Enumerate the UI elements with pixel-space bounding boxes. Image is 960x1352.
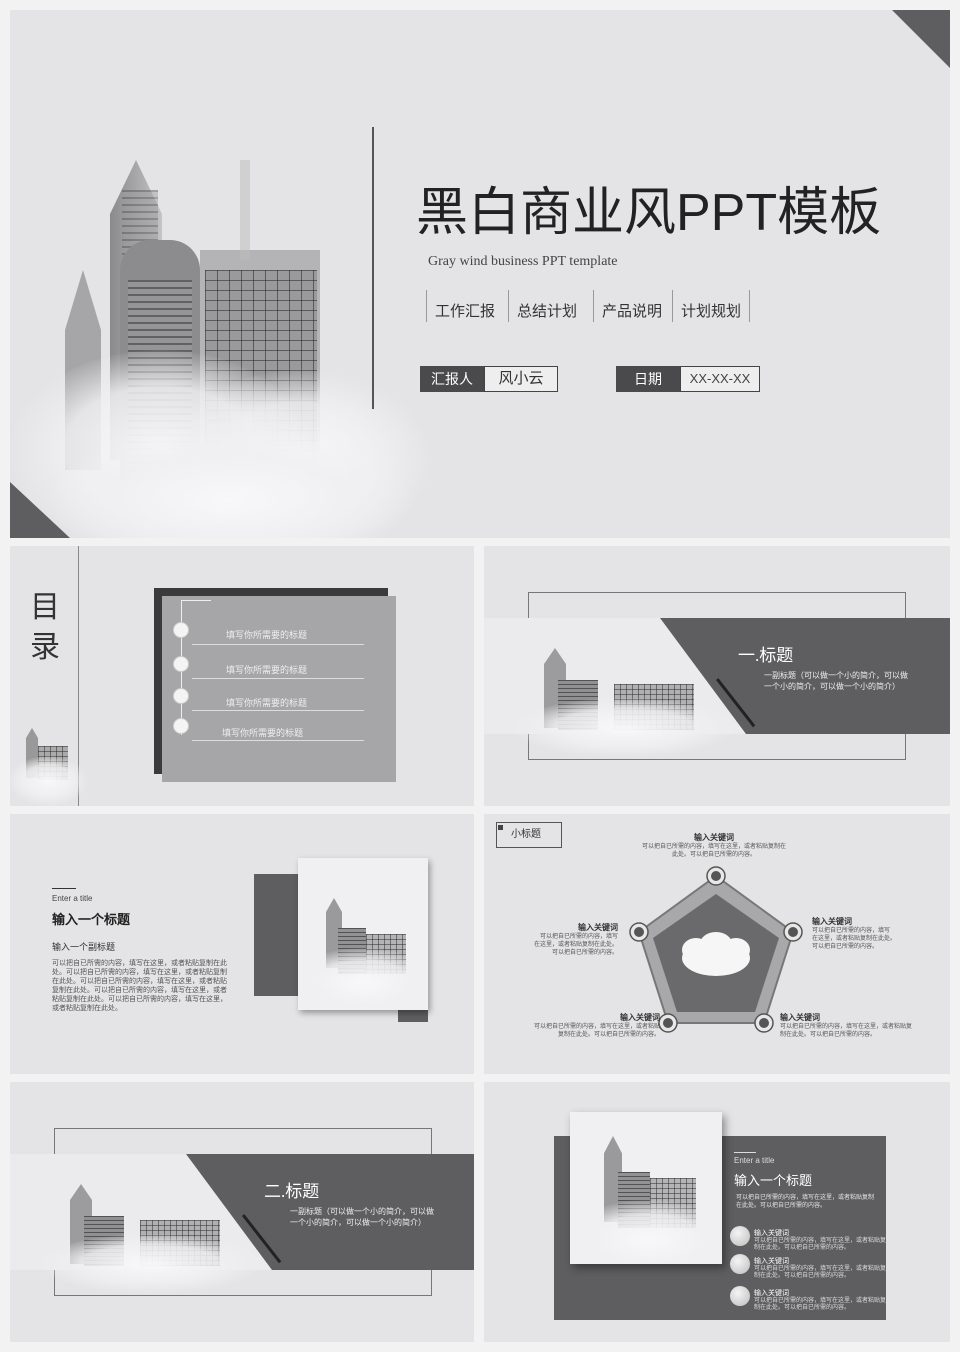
nav-item-product-desc[interactable]: 产品说明 xyxy=(593,290,670,322)
slide-c-item-node-1 xyxy=(730,1226,750,1246)
nav-item-plan[interactable]: 计划规划 xyxy=(672,290,751,322)
slide-a-body: 可以把自已所需的内容，填写在这里，或者粘贴复制在此处。可以把自已所需的内容，填写… xyxy=(52,959,227,1012)
slide-c-body-1: 可以把自已所需的内容，填写在这里，或者粘贴复制 xyxy=(736,1195,875,1201)
section1-desc-1: 一副标题（可以做一个小的简介，可以做 xyxy=(764,671,908,680)
keyword-bottom-right: 输入关键词 可以把自已所需的内容，填写在这里，或者粘贴复 制在此处。可以把自已所… xyxy=(780,1013,913,1038)
toc-title-1: 目 xyxy=(30,591,60,624)
toc-node-icon xyxy=(173,656,189,672)
slide-a-subtitle: 输入一个副标题 xyxy=(52,942,116,952)
content-slide-b: 小标题 输入关键词 可以把自已所需的内容，填写在这里，或者粘贴复制在 此处。可以… xyxy=(484,814,950,1074)
keyword-left: 输入关键词 可以把自已所需的内容，填写 在这里，或者粘贴复制在此处。 可以把自已… xyxy=(533,923,618,956)
date-value: XX-XX-XX xyxy=(680,366,760,392)
corner-triangle-top-right xyxy=(892,10,950,68)
circle-node-icon xyxy=(629,866,803,1033)
toc-title-2: 录 xyxy=(30,631,60,664)
section2-slide: 二.标题 一副标题（可以做一个小的简介，可以做 一个小的简介，可以做一个小的简介… xyxy=(10,1082,474,1342)
slide-c-item-node-3 xyxy=(730,1286,750,1306)
slide-c-item-1: 输入关键词 可以把自已所需的内容，填写在这里，或者粘贴复 制在此处。可以把自已所… xyxy=(754,1229,887,1251)
date-label: 日期 xyxy=(616,366,680,392)
toc-item-2[interactable]: 填写你所需要的标题 xyxy=(226,665,308,675)
content-slide-c: Enter a title 输入一个标题 可以把自已所需的内容，填写在这里，或者… xyxy=(484,1082,950,1342)
section1-slide: 一.标题 一副标题（可以做一个小的简介，可以做 一个小的简介，可以做一个小的简介… xyxy=(484,546,950,806)
slide-a-enter: Enter a title xyxy=(52,894,93,903)
cover-subtitle: Gray wind business PPT template xyxy=(428,254,618,269)
section1-desc-2: 一个小的简介，可以做一个小的简介） xyxy=(764,682,900,691)
section2-title: 二.标题 xyxy=(264,1182,320,1201)
nav-item-summary-plan[interactable]: 总结计划 xyxy=(508,290,585,322)
toc-node-icon xyxy=(173,622,189,638)
toc-item-1[interactable]: 填写你所需要的标题 xyxy=(226,630,308,640)
slide-b-tag: 小标题 xyxy=(496,822,562,848)
slide-c-body-2: 在此处。可以把自已所需的内容。 xyxy=(736,1203,827,1209)
slide-c-city-image xyxy=(570,1126,722,1264)
keyword-right: 输入关键词 可以把自已所需的内容，填写 在这里，或者粘贴复制在此处。 可以把自已… xyxy=(812,917,897,950)
section2-desc-1: 一副标题（可以做一个小的简介，可以做 xyxy=(290,1207,434,1216)
section2-desc-2: 一个小的简介，可以做一个小的简介） xyxy=(290,1218,426,1227)
toc-slide: 目 录 填写你所需要的标题 填写你所需要的标题 填写你所需要的标题 填写你所需要… xyxy=(10,546,474,806)
slide-a-title: 输入一个标题 xyxy=(52,912,131,927)
nav-item-work-report[interactable]: 工作汇报 xyxy=(426,290,503,322)
content-slide-a: Enter a title 输入一个标题 输入一个副标题 可以把自已所需的内容，… xyxy=(10,814,474,1074)
toc-item-3[interactable]: 填写你所需要的标题 xyxy=(226,698,308,708)
section1-city-image xyxy=(514,638,734,758)
slide-a-photo-card xyxy=(298,858,428,1010)
reporter-value: 风小云 xyxy=(484,366,558,392)
toc-city-image xyxy=(10,716,88,806)
slide-c-photo-card xyxy=(570,1112,722,1264)
toc-item-4[interactable]: 填写你所需要的标题 xyxy=(222,728,304,738)
toc-divider xyxy=(78,546,79,806)
slide-c-enter: Enter a title xyxy=(734,1156,775,1165)
slide-a-city-image xyxy=(298,888,428,1010)
slide-c-item-2: 输入关键词 可以把自已所需的内容，填写在这里，或者粘贴复 制在此处。可以把自已所… xyxy=(754,1257,887,1279)
slide-a-dark-block xyxy=(254,874,300,996)
cover-nav: 工作汇报 总结计划 产品说明 计划规划 xyxy=(426,290,766,324)
city-skyline-image xyxy=(10,100,430,538)
slide-c-item-node-2 xyxy=(730,1254,750,1274)
section1-title: 一.标题 xyxy=(738,646,794,665)
slide-a-small-block xyxy=(398,1010,428,1022)
toc-node-icon xyxy=(173,688,189,704)
toc-panel xyxy=(162,596,396,782)
slide-c-item-3: 输入关键词 可以把自已所需的内容，填写在这里，或者粘贴复 制在此处。可以把自已所… xyxy=(754,1289,887,1311)
vertical-divider xyxy=(372,127,374,409)
section2-city-image xyxy=(40,1174,260,1294)
slide-c-title: 输入一个标题 xyxy=(734,1173,813,1188)
keyword-top: 输入关键词 可以把自已所需的内容，填写在这里，或者粘贴复制在 此处。可以把自已所… xyxy=(641,833,786,858)
keyword-bottom-left: 输入关键词 可以把自已所需的内容，填写在这里，或者粘贴 复制在此处。可以把自已所… xyxy=(533,1013,660,1038)
cover-title: 黑白商业风PPT模板 xyxy=(416,184,882,242)
pentagon-diagram xyxy=(629,866,803,1033)
reporter-label: 汇报人 xyxy=(420,366,484,392)
toc-node-icon xyxy=(173,718,189,734)
cover-slide: 黑白商业风PPT模板 Gray wind business PPT templa… xyxy=(10,10,950,538)
cloud-icon xyxy=(682,932,750,976)
